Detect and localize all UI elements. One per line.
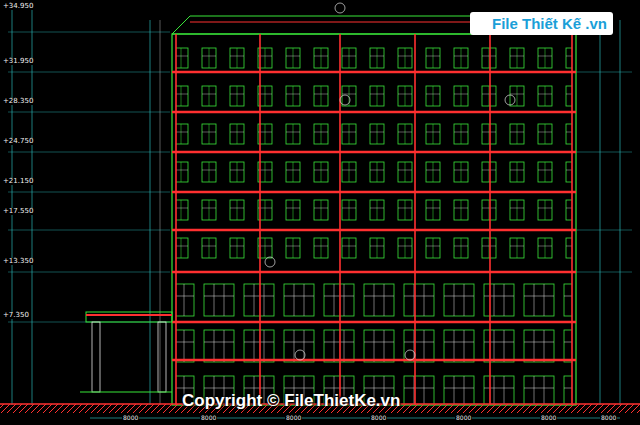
elevation-mark: +21.150 (2, 178, 34, 185)
elevation-mark: +17.550 (2, 208, 34, 215)
dimension-text: 8000 (455, 415, 472, 421)
dimension-text: 8000 (200, 415, 217, 421)
dimension-text: 8000 (122, 415, 139, 421)
logo-text: File Thiết Kế .vn (470, 12, 613, 35)
elevation-mark: +7.350 (2, 312, 30, 319)
dimension-text: 8000 (600, 415, 617, 421)
dimension-text: 8000 (370, 415, 387, 421)
elevation-mark: +24.750 (2, 138, 34, 145)
elevation-mark: +31.950 (2, 58, 34, 65)
elevation-mark: +28.350 (2, 98, 34, 105)
dimension-text: 8000 (540, 415, 557, 421)
elevation-mark: +13.350 (2, 258, 34, 265)
elevation-mark: +34.950 (2, 3, 34, 10)
dimension-text: 8000 (285, 415, 302, 421)
watermark: Copyright © FileThietKe.vn (182, 392, 400, 409)
